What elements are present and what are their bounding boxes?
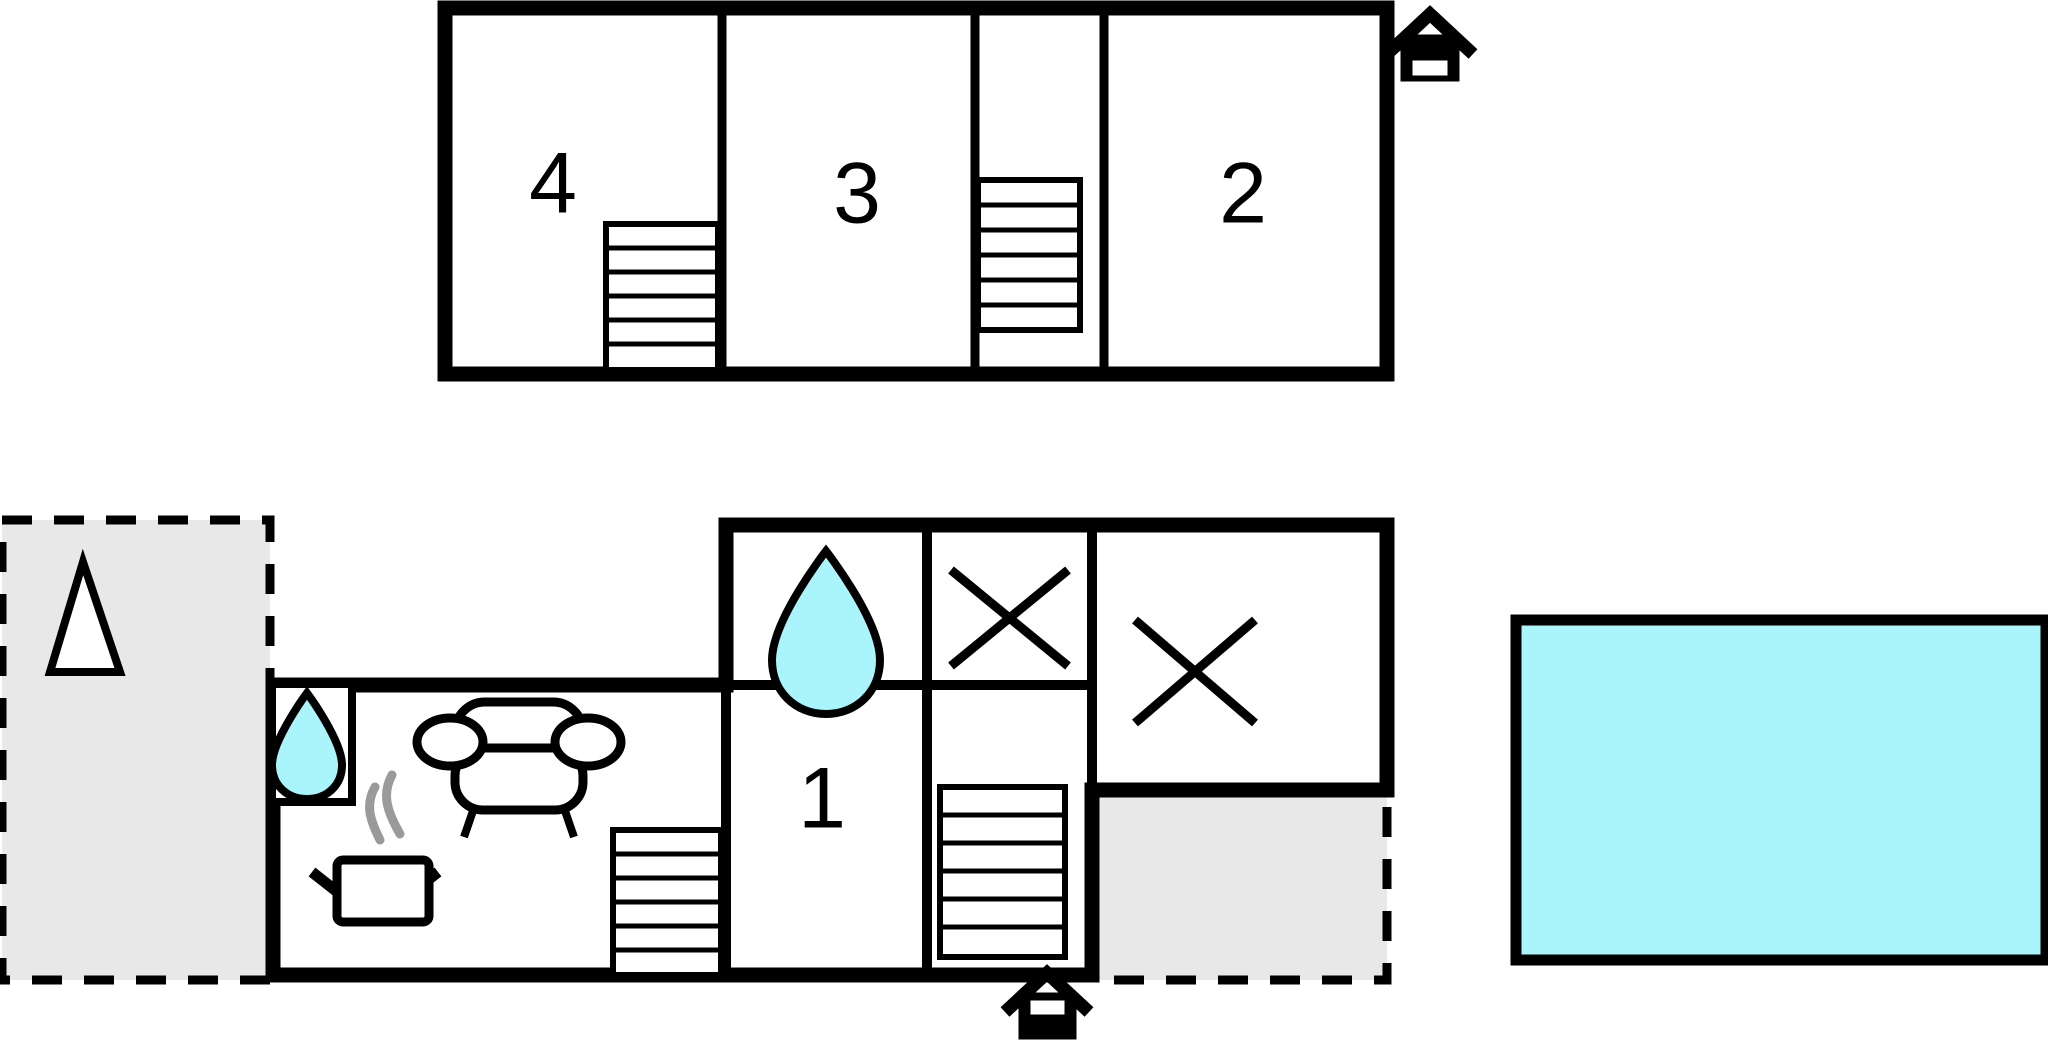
bathroom-upper[interactable]: [767, 544, 885, 719]
stairs-room-4[interactable]: [603, 221, 721, 373]
room-4[interactable]: 4: [529, 136, 577, 232]
room-2-label: 2: [1219, 146, 1267, 242]
room-1-label: 1: [798, 751, 846, 847]
swimming-pool[interactable]: [1510, 614, 2048, 966]
upper-floor-group: 4 3 2: [437, 0, 1478, 382]
terrace-left[interactable]: [0, 515, 275, 985]
sofa-icon: [412, 697, 626, 839]
stairs-hall-upper[interactable]: [975, 177, 1083, 333]
room-1[interactable]: 1: [798, 751, 846, 847]
terrace-right[interactable]: [1087, 785, 1392, 985]
sofa-seat: [450, 743, 588, 815]
entrance-upper[interactable]: [1382, 5, 1478, 82]
sofa-leg-right: [560, 806, 578, 839]
terrace-left-outline: [0, 515, 275, 985]
water-drop-icon: [767, 544, 885, 719]
sofa-arm-right: [550, 713, 626, 771]
upper-floor-outer-wall: [437, 0, 1395, 382]
stairs-hall-lower[interactable]: [937, 784, 1068, 960]
pot-body: [332, 855, 434, 927]
steam-right: [382, 770, 405, 839]
steam-left: [365, 782, 385, 845]
living-room[interactable]: [267, 680, 724, 978]
room-3[interactable]: 3: [833, 146, 881, 242]
room-4-label: 4: [529, 136, 577, 232]
sofa-leg-left: [460, 806, 478, 839]
sofa-arm-left: [412, 713, 488, 771]
parasol-icon: [44, 548, 126, 676]
swimming-pool-outline: [1510, 614, 2048, 966]
room-2[interactable]: 2: [1219, 146, 1267, 242]
water-drop-icon: [267, 686, 347, 804]
cross-icon: [1132, 616, 1258, 727]
wc-small[interactable]: [948, 566, 1071, 670]
house-icon-door: [1407, 55, 1453, 81]
terrace-right-outline: [1087, 785, 1392, 985]
house-icon-door: [1025, 995, 1070, 1020]
ground-floor-group: 1: [0, 515, 1395, 1040]
entrance-ground[interactable]: [1000, 964, 1094, 1040]
cross-icon: [948, 566, 1071, 670]
room-3-label: 3: [833, 146, 881, 242]
stairs-living[interactable]: [610, 827, 724, 978]
cooking-pot-icon: [308, 770, 442, 927]
shower-enclosure[interactable]: [267, 680, 356, 806]
wc-large[interactable]: [1132, 616, 1258, 727]
